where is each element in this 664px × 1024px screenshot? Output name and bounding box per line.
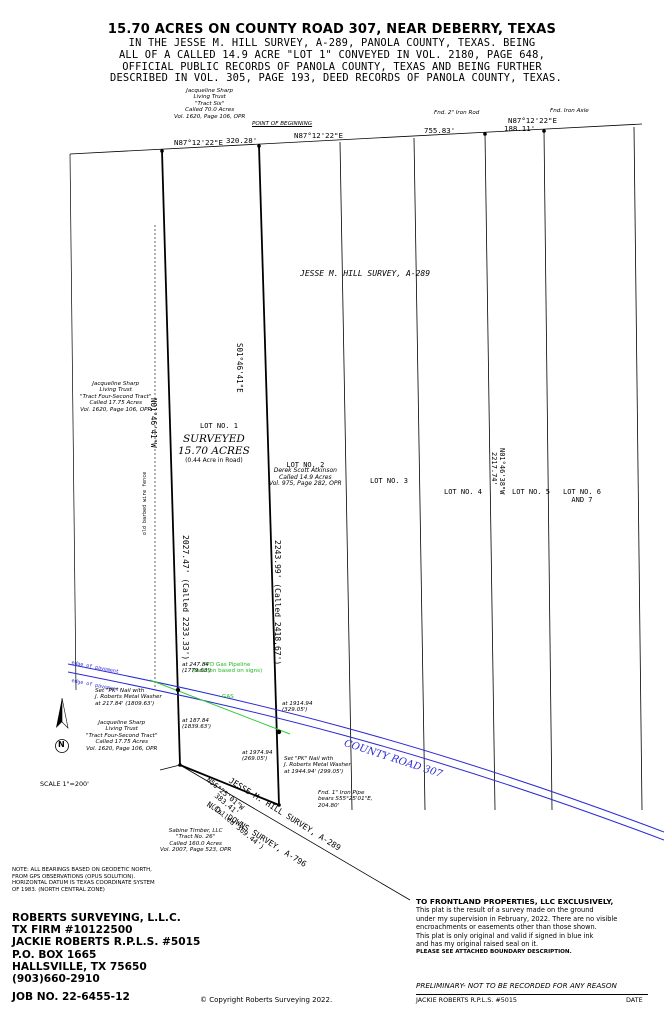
iron-rod-label: Fnd. 2" Iron Rod: [434, 110, 480, 116]
lot-3-label: LOT NO. 3: [370, 477, 408, 485]
bearing-label: N01°46'38"W: [498, 448, 506, 495]
subtitle-line: OFFICIAL PUBLIC RECORDS OF PANOLA COUNTY…: [122, 60, 542, 73]
monument-marker: [483, 132, 487, 136]
surveyed-acreage: SURVEYED 15.70 ACRES (0.44 Acre in Road): [178, 433, 250, 464]
point-of-beginning-label: POINT OF BEGINNING: [252, 121, 313, 127]
monument-marker: [175, 687, 181, 693]
lot-line-west: [161, 150, 181, 766]
south-ext-line: [159, 764, 181, 771]
north-boundary-line: [69, 123, 643, 155]
bearing-label: N87°12'22"E: [508, 116, 557, 125]
scale-label: SCALE 1"=200': [40, 780, 89, 788]
distance-label: 320.28': [226, 136, 258, 145]
monument-marker: [277, 803, 281, 807]
station-label: at 1914.94 (329.05'): [282, 701, 313, 714]
gas-pipeline-label: 4"D Gas Pipeline (location based on sign…: [192, 662, 263, 675]
monument-marker: [257, 144, 261, 148]
plat-subtitle: IN THE JESSE M. HILL SURVEY, A-289, PANO…: [110, 37, 562, 85]
subtitle-line: DESCRIBED IN VOL. 305, PAGE 193, DEED RE…: [110, 72, 562, 85]
distance-label: 755.83': [424, 126, 456, 135]
gas-label: GAS: [222, 694, 234, 700]
subtitle-line: ALL OF A CALLED 14.9 ACRE "LOT 1" CONVEY…: [118, 48, 546, 61]
iron-axle-label: Fnd. Iron Axle: [550, 108, 589, 114]
lot-6-label: LOT NO. 6 AND 7: [563, 488, 601, 504]
signature-line: [416, 994, 648, 995]
lot-2-label: LOT NO. 2 Derek Scott Atkinson Called 14…: [269, 461, 342, 488]
road-edge-top: [67, 663, 664, 833]
bearing-label: N87°12'22"E: [174, 138, 223, 147]
bearing-label: N01°46'41"W: [149, 398, 158, 448]
lot-1-label: LOT NO. 1: [200, 422, 238, 430]
north-arrow-icon: [55, 697, 69, 753]
job-number: JOB NO. 22-6455-12: [12, 991, 130, 1003]
survey-name-label: JESSE M. HILL SURVEY, A-289: [300, 269, 431, 278]
downs-survey-line: [179, 764, 411, 901]
distance-label: 2217.74': [490, 452, 498, 486]
lot-line: [543, 130, 553, 811]
distance-label: 188.11': [504, 124, 536, 133]
west-tract-label: Jacqueline Sharp Living Trust "Tract Fou…: [80, 381, 152, 413]
set-pk-nail-label: Set "PK" Nail with J. Roberts Metal Wash…: [95, 688, 162, 707]
iron-pipe-label: Fnd. 1" Iron Pipe bears S55°25'01"E, 204…: [318, 790, 373, 809]
subtitle-line: IN THE JESSE M. HILL SURVEY, A-289, PANO…: [128, 37, 536, 49]
lot-4-label: LOT NO. 4: [444, 488, 482, 496]
lot-5-label: LOT NO. 5: [512, 488, 550, 496]
monument-marker: [276, 729, 282, 735]
preliminary-notice: PRELIMINARY- NOT TO BE RECORDED FOR ANY …: [416, 981, 617, 990]
station-label: at 1974.94 (269.05'): [242, 750, 273, 763]
lot-line-east: [258, 145, 280, 806]
certification-block: TO FRONTLAND PROPERTIES, LLC EXCLUSIVELY…: [416, 897, 618, 956]
north-label: N: [58, 740, 65, 749]
bearing-label: N87°12'22"E: [294, 131, 343, 140]
monument-marker: [178, 763, 182, 767]
distance-label: 2243.99' (Called 2418.67'): [273, 540, 282, 666]
monument-marker: [160, 149, 164, 153]
monument-marker: [542, 129, 546, 133]
sabine-timber-label: Sabine Timber, LLC "Tract No. 26" Called…: [160, 828, 232, 854]
wire-fence-label: old barbed wire fence: [142, 471, 148, 535]
gas-pipeline: [149, 679, 291, 735]
bearing-note: NOTE: ALL BEARINGS BASED ON GEODETIC NOR…: [12, 867, 155, 893]
lot-line: [339, 141, 353, 811]
south-boundary-line: [179, 764, 280, 806]
road-edge-bottom: [67, 671, 664, 841]
distance-label: 2027.47' (Called 2233.33'): [181, 535, 190, 661]
date-label: DATE: [626, 996, 643, 1004]
set-pk-nail-label: Set "PK" Nail with J. Roberts Metal Wash…: [284, 756, 351, 775]
station-label: at 187.84 (1839.63'): [182, 718, 212, 731]
lot-line: [484, 133, 496, 811]
west-boundary-line: [69, 153, 77, 691]
west-tract-label: Jacqueline Sharp Living Trust "Tract Fou…: [86, 720, 158, 752]
lot-line: [413, 137, 426, 811]
plat-title: 15.70 ACRES ON COUNTY ROAD 307, NEAR DEB…: [107, 22, 557, 37]
signer-name: JACKIE ROBERTS R.P.L.S. #5015: [416, 996, 517, 1004]
tract-six-label: Jacqueline Sharp Living Trust "Tract Six…: [174, 88, 246, 120]
station-label: at 247.84 (1779.63'): [182, 662, 212, 675]
bearing-label: S01°46'41"E: [235, 343, 244, 393]
company-info: ROBERTS SURVEYING, L.L.C. TX FIRM #10122…: [12, 912, 201, 986]
copyright-notice: © Copyright Roberts Surveying 2022.: [200, 996, 333, 1004]
lot-line: [633, 126, 643, 811]
